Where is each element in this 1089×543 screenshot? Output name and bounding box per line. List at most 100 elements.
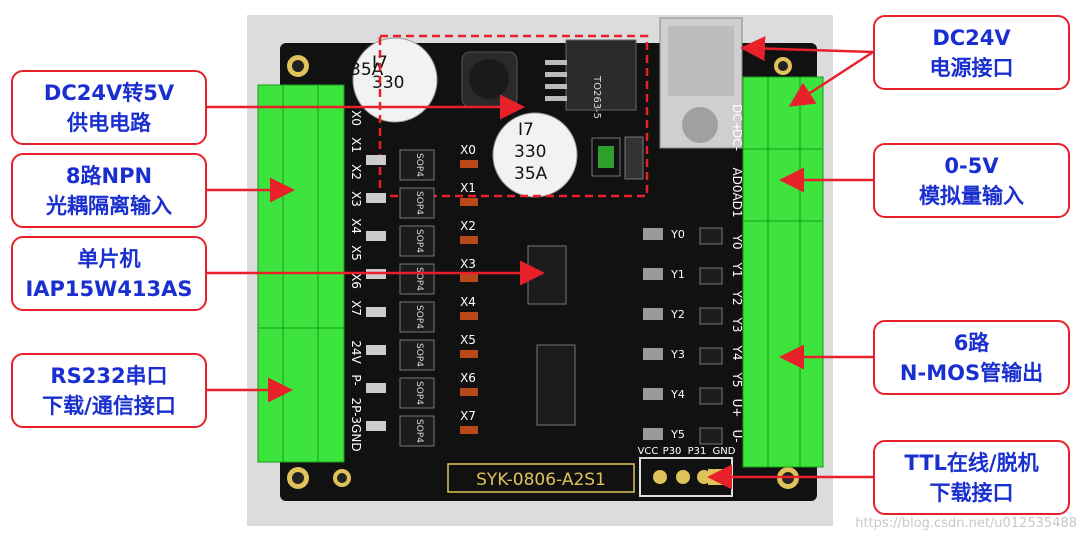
led-resistor xyxy=(460,388,478,396)
callout-line: DC24V xyxy=(932,25,1011,50)
optocoupler xyxy=(399,301,435,333)
input-label: X7 xyxy=(460,409,476,423)
input-label: X5 xyxy=(460,333,476,347)
optocoupler-label: SOP4 xyxy=(414,191,424,215)
right-pin-label: Y2 xyxy=(730,290,744,306)
callout-line: N-MOS管输出 xyxy=(899,360,1044,385)
power-circuit-highlight xyxy=(378,34,649,198)
input-label: X1 xyxy=(460,181,476,195)
left-pin-label: P- xyxy=(349,374,363,385)
right-pin-label: Y1 xyxy=(730,262,744,278)
led-resistor xyxy=(460,274,478,282)
mosfet-resistor xyxy=(643,228,663,240)
svg-text:I7: I7 xyxy=(518,120,534,140)
left-pin-label: 2P- xyxy=(349,398,363,417)
arrow-dc-power-in xyxy=(788,50,874,107)
callout-nmos-out: 6路 N-MOS管输出 xyxy=(873,320,1070,395)
watermark: https://blog.csdn.net/u012535488 xyxy=(855,516,1077,531)
optocoupler xyxy=(399,415,435,447)
callout-dc-power-circuit: DC24V转5V 供电电路 xyxy=(11,70,207,145)
callout-line: IAP15W413AS xyxy=(25,276,193,301)
callout-analog-in: 0-5V 模拟量输入 xyxy=(873,143,1070,218)
right-pin-label: Y4 xyxy=(730,345,744,361)
mosfet-resistor xyxy=(643,308,663,320)
led-resistor xyxy=(460,160,478,168)
input-resistor xyxy=(366,421,386,431)
callout-line: 光耦隔离输入 xyxy=(46,193,172,218)
fuse xyxy=(624,136,644,180)
mosfet-resistor xyxy=(643,348,663,360)
output-label: Y1 xyxy=(670,268,685,281)
left-pin-label: X1 xyxy=(349,137,363,153)
callout-line: 下载/通信接口 xyxy=(42,393,176,418)
optocoupler-label: SOP4 xyxy=(414,419,424,443)
mosfet-resistor xyxy=(643,268,663,280)
right-pin-label: U- xyxy=(730,429,744,442)
right-pin-label: U+ xyxy=(730,399,744,418)
callout-line: 0-5V xyxy=(944,153,999,178)
component-layer: X0X1X2X3X4X5X6X724VP-2P-3GNDDC+DC-AD0AD1… xyxy=(349,104,744,457)
capacitor-2: I7 330 35A xyxy=(492,112,578,198)
callout-line: 模拟量输入 xyxy=(919,183,1024,208)
output-label: Y2 xyxy=(670,308,685,321)
left-pin-label: X2 xyxy=(349,164,363,180)
output-label: Y3 xyxy=(670,348,685,361)
callout-npn-input: 8路NPN 光耦隔离输入 xyxy=(11,153,207,228)
callout-line: TTL在线/脱机 xyxy=(904,450,1039,475)
right-terminal-block xyxy=(742,76,824,468)
led-resistor xyxy=(460,198,478,206)
callout-dc-power-in: DC24V 电源接口 xyxy=(873,15,1070,90)
input-resistor xyxy=(366,155,386,165)
optocoupler-label: SOP4 xyxy=(414,343,424,367)
led-resistor xyxy=(460,350,478,358)
svg-text:35A: 35A xyxy=(514,164,548,184)
mosfet-resistor xyxy=(643,428,663,440)
mosfet xyxy=(699,387,723,405)
mosfet-resistor xyxy=(643,388,663,400)
optocoupler xyxy=(399,149,435,181)
output-label: Y0 xyxy=(670,228,685,241)
input-resistor xyxy=(366,231,386,241)
callout-line: 供电电路 xyxy=(67,110,151,135)
second-ic xyxy=(536,344,576,426)
callout-line: RS232串口 xyxy=(50,363,168,388)
callout-line: 6路 xyxy=(953,330,990,355)
right-pin-label: AD0 xyxy=(730,167,744,192)
left-pin-label: 24V xyxy=(349,340,363,364)
right-pin-label: Y5 xyxy=(730,372,744,388)
callout-line: 电源接口 xyxy=(929,55,1014,80)
arrow-dc-jack xyxy=(740,36,874,62)
right-pin-label: AD1 xyxy=(730,192,744,217)
left-pin-label: X0 xyxy=(349,110,363,126)
led-resistor xyxy=(460,426,478,434)
optocoupler xyxy=(399,339,435,371)
svg-text:TO263-5: TO263-5 xyxy=(591,75,602,119)
diode-marker xyxy=(598,146,614,168)
mosfet xyxy=(699,347,723,365)
left-pin-label: X5 xyxy=(349,245,363,261)
output-label: Y5 xyxy=(670,428,685,441)
callout-ttl: TTL在线/脱机 下载接口 xyxy=(873,440,1070,515)
input-label: X4 xyxy=(460,295,476,309)
input-label: X2 xyxy=(460,219,476,233)
optocoupler xyxy=(399,263,435,295)
optocoupler-label: SOP4 xyxy=(414,229,424,253)
callout-rs232: RS232串口 下载/通信接口 xyxy=(11,353,207,428)
ttl-pin-label: VCC xyxy=(638,446,659,457)
left-pin-label: 3GND xyxy=(349,416,363,451)
mounting-holes xyxy=(287,55,799,489)
right-pin-label: DC- xyxy=(730,129,744,151)
svg-text:35A: 35A xyxy=(350,60,384,80)
right-pin-label: DC+ xyxy=(730,104,744,132)
svg-text:330: 330 xyxy=(514,142,546,162)
input-label: X6 xyxy=(460,371,476,385)
input-label: X0 xyxy=(460,143,476,157)
mosfet xyxy=(699,427,723,445)
optocoupler xyxy=(399,187,435,219)
optocoupler-label: SOP4 xyxy=(414,153,424,177)
dc-jack xyxy=(659,17,743,149)
input-label: X3 xyxy=(460,257,476,271)
input-resistor xyxy=(366,193,386,203)
inductor xyxy=(461,51,518,108)
